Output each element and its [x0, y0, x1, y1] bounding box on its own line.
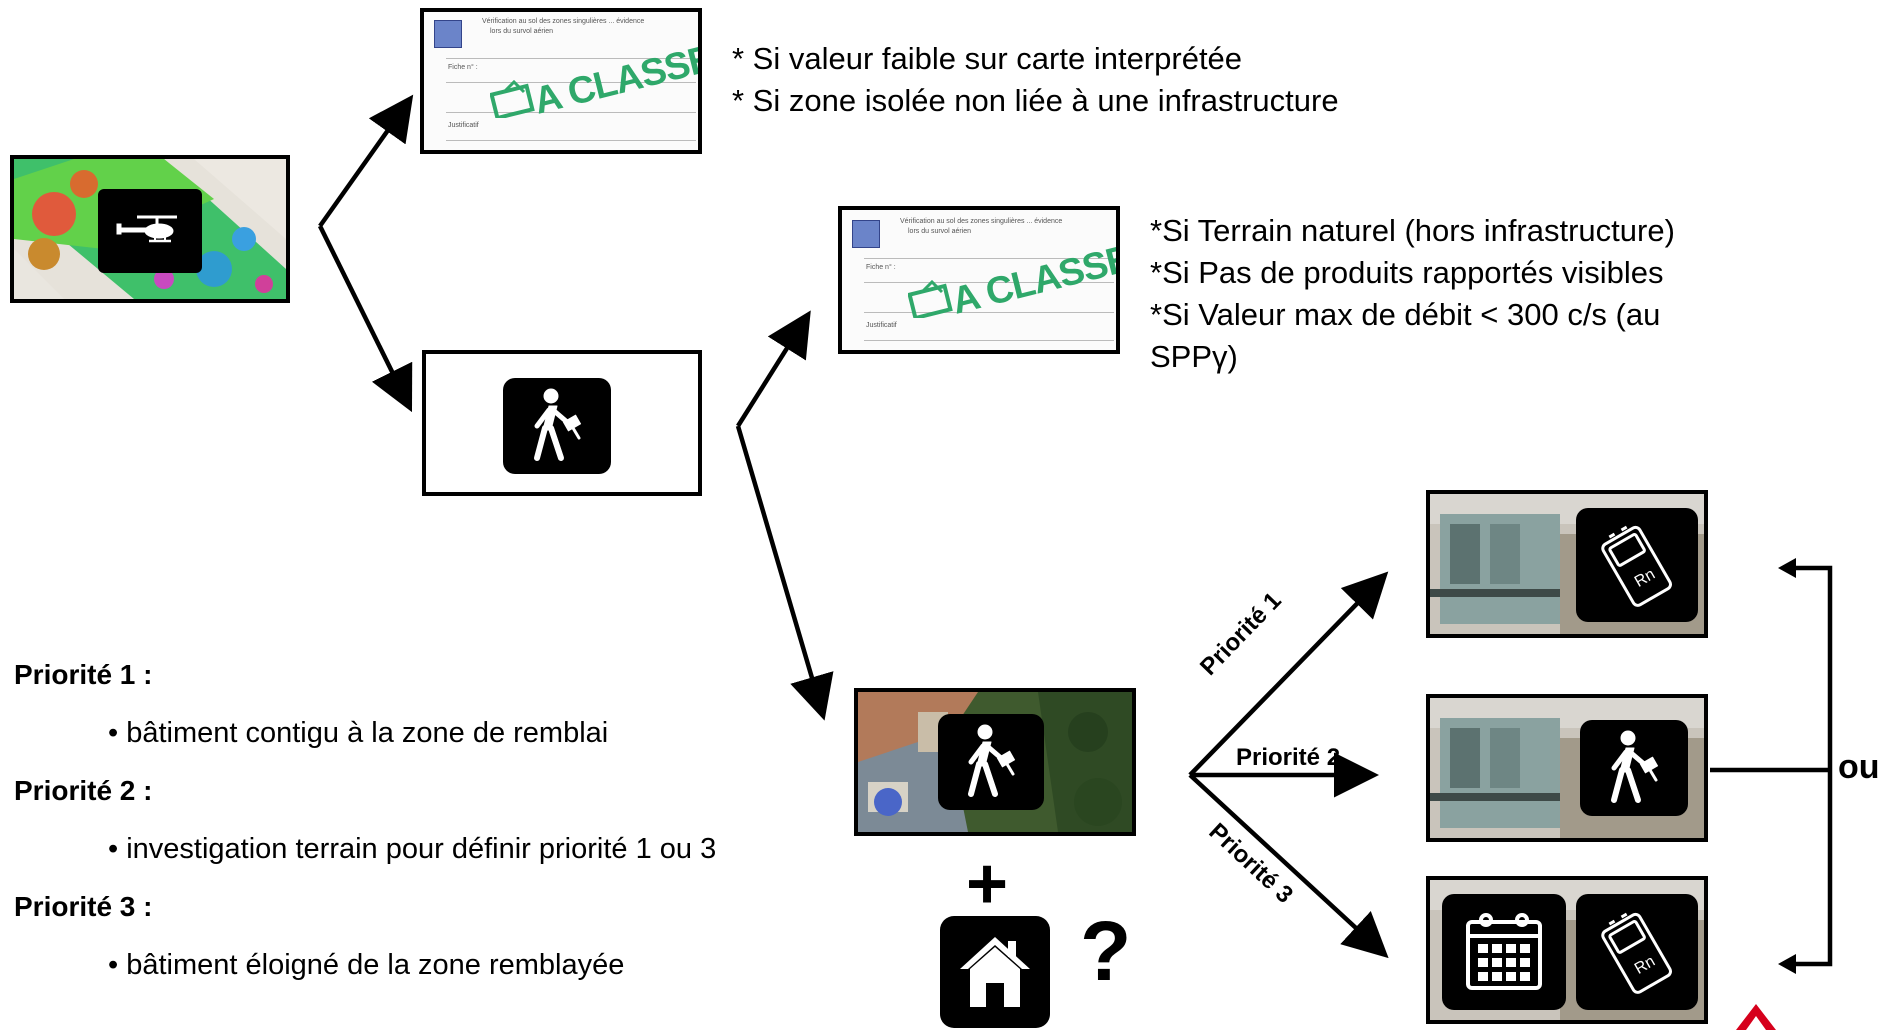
legend-priority-3-title: Priorité 3 : — [14, 891, 153, 922]
calendar-icon — [1466, 913, 1542, 990]
note-top-line-1: * Si valeur faible sur carte interprétée — [732, 41, 1243, 76]
walker-icon-box — [1580, 720, 1688, 816]
note-top-line-2: * Si zone isolée non liée à une infrastr… — [732, 83, 1339, 118]
legend-priority-2-text: • investigation terrain pour définir pri… — [108, 833, 717, 865]
priority-1-building: Rn — [1426, 490, 1708, 638]
arrow-to-walker — [317, 225, 413, 413]
walker-icon-box — [938, 714, 1044, 810]
flag-logo — [852, 220, 880, 248]
or-arrowhead-bottom — [1778, 954, 1796, 974]
house-icon-box — [940, 916, 1050, 1028]
field-walk-box — [422, 350, 702, 496]
house-icon — [960, 937, 1030, 1007]
priority-2-building — [1426, 694, 1708, 842]
note-mid-line-2: *Si Pas de produits rapportés visibles — [1150, 255, 1664, 290]
walker-icon-box — [503, 378, 611, 474]
or-bracket — [1790, 565, 1833, 967]
arrow-to-classer-mid — [736, 310, 811, 428]
legend-priority-1-title: Priorité 1 : — [14, 659, 153, 690]
walking-person-icon — [534, 388, 582, 461]
walking-person-icon — [1611, 730, 1659, 803]
question-mark: ? — [1080, 904, 1132, 998]
form-sheet: Vérification au sol des zones singulière… — [424, 12, 698, 150]
or-label: ou — [1838, 748, 1880, 786]
walking-person-icon — [968, 724, 1016, 797]
helicopter-survey-map — [10, 155, 290, 303]
helicopter-icon — [116, 215, 177, 243]
form-sheet: Vérification au sol des zones singulière… — [842, 210, 1116, 350]
calendar-icon-box — [1442, 894, 1566, 1010]
arrow-to-classer-top — [318, 94, 414, 228]
stamp-box-icon — [908, 279, 953, 318]
plus-sign: + — [966, 844, 1009, 924]
classer-document-mid: Vérification au sol des zones singulière… — [838, 206, 1120, 354]
legend-priority-1-text: • bâtiment contigu à la zone de remblai — [108, 717, 609, 749]
arrow-to-field-photo — [735, 425, 834, 721]
detector-icon-box: Rn — [1576, 508, 1698, 622]
or-arrowhead-top — [1778, 558, 1796, 578]
priority-3-building: Rn — [1426, 876, 1708, 1024]
legend-priority-3-text: • bâtiment éloigné de la zone remblayée — [108, 949, 625, 981]
stamp-label: A CLASSER — [947, 231, 1120, 323]
note-mid-line-4: SPPγ) — [1150, 339, 1238, 374]
classer-document-top: Vérification au sol des zones singulière… — [420, 8, 702, 154]
radon-detector-icon: Rn — [1601, 912, 1672, 994]
stamp-box-icon — [490, 79, 535, 118]
label-priority-2: Priorité 2 — [1236, 744, 1341, 771]
helicopter-icon-box — [98, 189, 202, 273]
arrow-priority-1 — [1188, 571, 1389, 777]
flag-logo — [434, 20, 462, 48]
note-mid-line-1: *Si Terrain naturel (hors infrastructure… — [1150, 213, 1675, 248]
radon-detector-icon: Rn — [1601, 525, 1672, 607]
logo-fragment — [1736, 1004, 1776, 1030]
field-aerial-photo — [854, 688, 1136, 836]
svg-text:Rn: Rn — [1632, 953, 1658, 978]
legend-priority-2-title: Priorité 2 : — [14, 775, 153, 806]
svg-text:Rn: Rn — [1632, 566, 1658, 591]
detector-icon-box: Rn — [1576, 894, 1698, 1010]
stamp-label: A CLASSER — [529, 31, 702, 123]
note-mid-line-3: *Si Valeur max de débit < 300 c/s (au — [1150, 297, 1661, 332]
arrow-priority-3 — [1188, 773, 1389, 959]
